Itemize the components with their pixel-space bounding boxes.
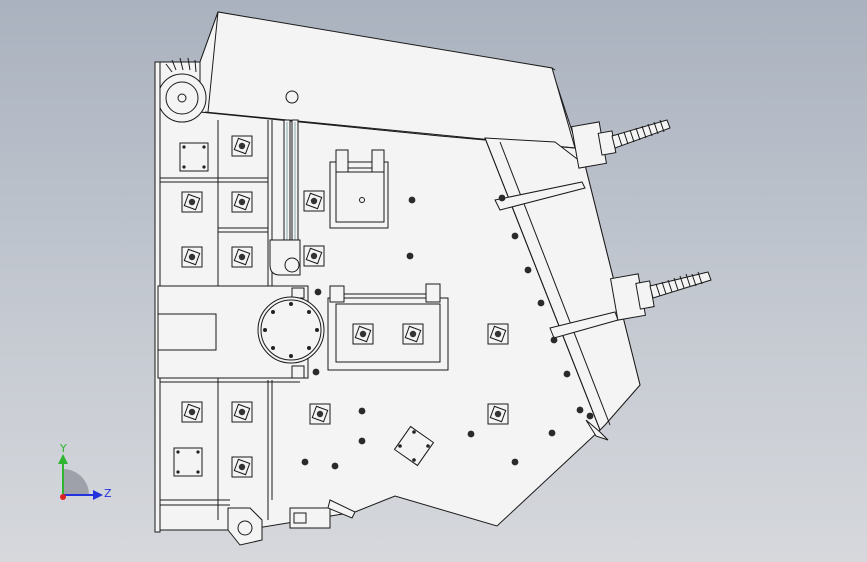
bolt-plate [309, 403, 331, 425]
inclined-plate [393, 425, 435, 467]
bolt-plate [231, 456, 253, 478]
rivet [511, 232, 519, 240]
access-plates [173, 142, 209, 477]
bolt-plate [231, 401, 253, 423]
rivet [358, 437, 366, 445]
rivet [406, 252, 414, 260]
rivet [563, 370, 571, 378]
bolt-plate [181, 401, 203, 423]
rivet [312, 368, 320, 376]
bolt-plate [487, 403, 509, 425]
bolt-plate [231, 246, 253, 268]
bottom-feet [160, 499, 356, 546]
bolt-plate [402, 323, 424, 345]
bolt-plate [487, 323, 509, 345]
right-liner [484, 137, 641, 441]
rivet-holes [301, 194, 594, 470]
rivet [408, 196, 416, 204]
rivet [576, 406, 584, 414]
rivet [301, 458, 309, 466]
rivet [511, 458, 519, 466]
rivet [524, 266, 532, 274]
rivet [537, 299, 545, 307]
bolt-plate [181, 246, 203, 268]
rivet [331, 462, 339, 470]
y-axis-label: Y [59, 442, 67, 455]
rivet [358, 407, 366, 415]
z-axis-arrow [93, 490, 103, 500]
rivet [586, 412, 594, 420]
rivet [467, 430, 475, 438]
hood-hole [285, 90, 299, 104]
z-axis-label: Z [104, 487, 112, 500]
main-hub [257, 287, 325, 379]
rivet [550, 336, 558, 344]
upper-box [329, 149, 389, 229]
bolt-plates [181, 135, 509, 478]
bolt-plate [231, 135, 253, 157]
access-plate [179, 142, 209, 172]
axis-triad-quadrant [63, 469, 89, 495]
bolt-plate [181, 191, 203, 213]
lower-tension-rod [609, 271, 712, 321]
bolt-plate [303, 190, 325, 212]
bolt-plate [231, 191, 253, 213]
rivet [314, 288, 322, 296]
rivet [548, 429, 556, 437]
axis-triad: Y Z [58, 442, 112, 500]
upper-tension-rod [570, 119, 671, 169]
axis-origin [60, 494, 66, 500]
pivot-bracket [269, 239, 301, 276]
rivet [498, 194, 506, 202]
bolt-plate [352, 323, 374, 345]
access-plate [173, 447, 203, 477]
bolt-plate [303, 245, 325, 267]
y-axis-arrow [58, 454, 68, 464]
top-roller [157, 57, 207, 123]
